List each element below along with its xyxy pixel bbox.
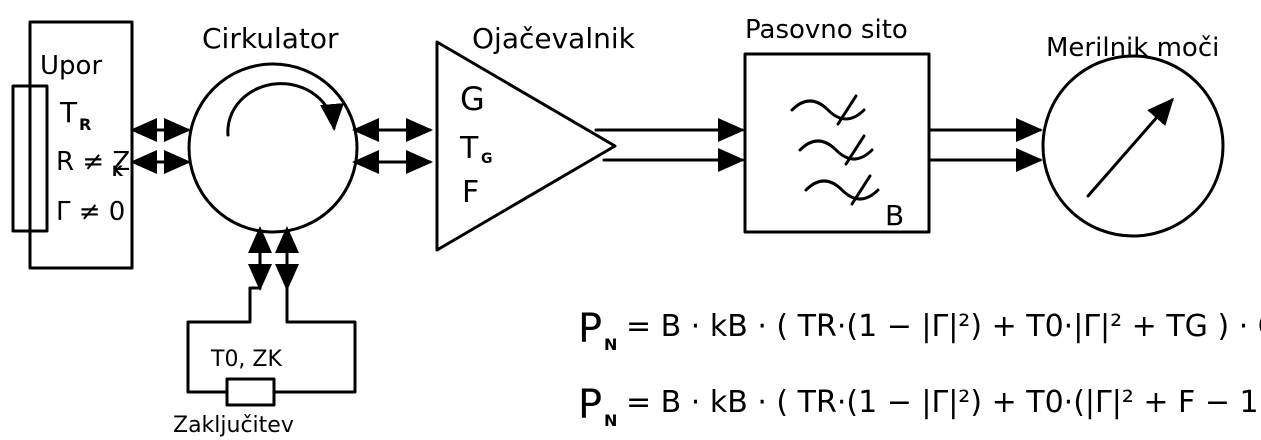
amplifier-title: Ojačevalnik xyxy=(472,22,636,55)
upor-box xyxy=(28,20,134,270)
upor-param-gamma: Γ ≠ 0 xyxy=(56,197,125,227)
amplifier-block: Ojačevalnik G T G F xyxy=(435,22,636,252)
upor-block: Upor T R R ≠ Z K Γ ≠ 0 xyxy=(11,20,134,270)
formulas: P N = B · kB · ( TR·(1 − |Γ|²) + T0·|Γ|²… xyxy=(578,306,1261,430)
amplifier-param-g: G xyxy=(460,80,485,118)
upor-param-t-sub: R xyxy=(79,115,91,134)
upor-circulator-connection xyxy=(130,118,191,174)
circulator-termination-connection xyxy=(186,226,357,394)
termination-params: T0, ZK xyxy=(210,347,282,372)
filter-meter-connection xyxy=(927,118,1043,172)
formula-1-lhs-sub: N xyxy=(604,335,617,354)
formula-2: P N = B · kB · ( TR·(1 − |Γ|²) + T0·(|Γ|… xyxy=(578,382,1261,430)
filter-wave-symbol xyxy=(790,94,880,206)
formula-1-lhs: P xyxy=(578,306,602,352)
amplifier-triangle xyxy=(435,40,617,252)
termination-label: Zaključitev xyxy=(173,413,294,438)
circulator-circle xyxy=(187,62,359,234)
upor-title: Upor xyxy=(40,51,102,81)
formula-2-rhs: = B · kB · ( TR·(1 − |Γ|²) + T0·(|Γ|² + … xyxy=(626,385,1261,420)
amplifier-param-f: F xyxy=(462,175,479,210)
power-meter-title: Merilnik moči xyxy=(1046,33,1219,63)
circulator-block: Cirkulator xyxy=(187,22,359,234)
formula-2-lhs-sub: N xyxy=(604,411,617,430)
filter-title: Pasovno sito xyxy=(745,15,908,45)
termination-resistor xyxy=(225,377,276,407)
filter-block: Pasovno sito B xyxy=(743,15,931,234)
formula-1-rhs: = B · kB · ( TR·(1 − |Γ|²) + T0·|Γ|² + T… xyxy=(626,309,1261,344)
upor-param-r-sub: K xyxy=(112,164,124,180)
filter-bandwidth-label: B xyxy=(885,199,904,232)
power-meter-circle xyxy=(1041,54,1225,238)
power-meter-block: Merilnik moči xyxy=(1041,33,1225,238)
formula-2-lhs: P xyxy=(578,382,602,428)
circulator-rotation-arrow xyxy=(226,82,344,137)
circulator-title: Cirkulator xyxy=(202,22,339,55)
formula-1: P N = B · kB · ( TR·(1 − |Γ|²) + T0·|Γ|²… xyxy=(578,306,1261,354)
power-meter-needle xyxy=(1086,97,1174,198)
amplifier-param-t-sub: G xyxy=(481,151,493,167)
amplifier-param-t: T xyxy=(459,131,479,166)
resistor-symbol xyxy=(11,84,49,233)
termination-block: T0, ZK Zaključitev xyxy=(173,347,294,438)
amplifier-filter-connection xyxy=(594,118,745,172)
filter-box xyxy=(743,52,931,234)
upor-param-r: R ≠ Z xyxy=(56,147,130,177)
upor-param-t: T xyxy=(59,96,78,129)
circulator-amplifier-connection xyxy=(352,118,433,174)
